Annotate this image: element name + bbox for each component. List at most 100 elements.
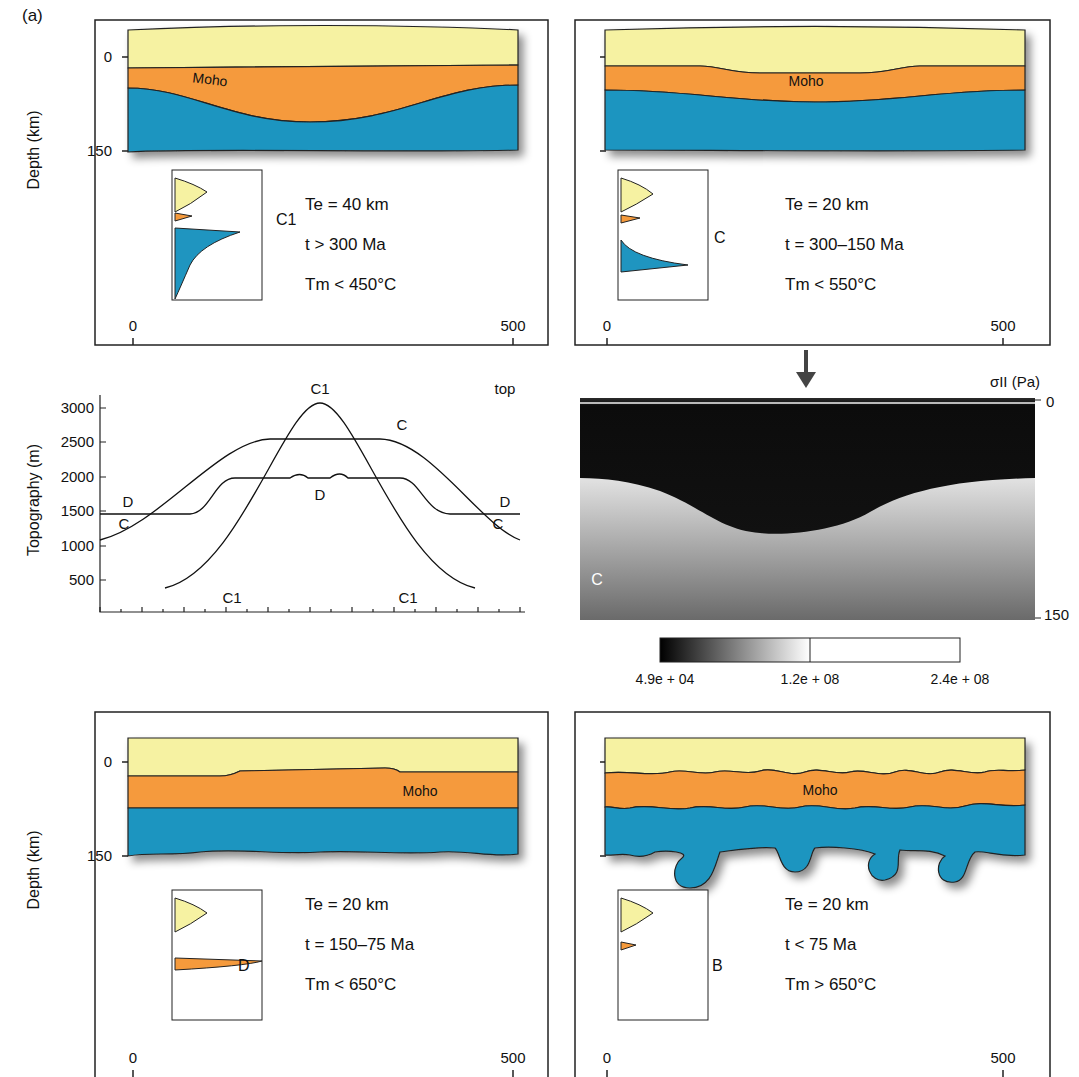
figure-rect [172, 890, 262, 1020]
tick-label: 500 [990, 318, 1015, 335]
lithosphere-section [605, 26, 1025, 151]
tick-label: 500 [500, 318, 525, 335]
layer-label: Moho [788, 74, 823, 89]
tick-label: 500 [69, 572, 94, 589]
figure-rect [660, 638, 810, 662]
figure-path [100, 474, 520, 514]
figure-path [580, 402, 1035, 404]
figure-path [621, 942, 636, 950]
figure-path [1035, 400, 1041, 618]
topography-curves [100, 403, 520, 588]
arrow-head [796, 372, 816, 388]
tick-label: 2500 [61, 434, 94, 451]
lithosphere-section [605, 738, 1025, 888]
figure-path [580, 398, 1035, 534]
figure-path [605, 770, 1025, 809]
tick-label: 1500 [61, 503, 94, 520]
tick-label: 3000 [61, 400, 94, 417]
strength-inset [172, 890, 262, 1020]
figure-path [165, 403, 475, 588]
figure-rect [580, 398, 1035, 620]
figure-rect [575, 712, 1050, 1077]
figure-rect [618, 170, 708, 300]
figure-path [605, 804, 1025, 888]
curve-label: D [500, 494, 511, 511]
colorbar-label: 4.9e + 04 [636, 672, 695, 687]
tick-label: 0 [129, 318, 137, 335]
panel-letter: (a) [22, 7, 43, 26]
figure-rect [172, 170, 262, 300]
lithosphere-section [128, 738, 518, 856]
tick-label: 0 [104, 49, 112, 66]
lithosphere-section [128, 26, 518, 153]
figure-path [100, 408, 106, 580]
axis-title: Depth (km) [25, 110, 43, 189]
curve-label: B [712, 957, 723, 975]
figure-path [100, 439, 520, 540]
panel-frames [95, 20, 1050, 1077]
curve-label: C1 [222, 590, 241, 607]
curve-label: C [714, 229, 726, 247]
curve-label: C [493, 516, 504, 533]
colorbar-title: σII (Pa) [990, 374, 1040, 391]
figure-path [621, 215, 640, 223]
stress-image [580, 398, 1041, 620]
curve-label: C1 [310, 381, 329, 398]
figure-path [122, 57, 606, 856]
figure-rect [660, 638, 960, 662]
figure-rect [618, 890, 708, 1020]
axis-title: Depth (km) [25, 830, 43, 909]
layer-label: Moho [402, 784, 437, 799]
strength-inset [172, 170, 262, 300]
figure-path [128, 85, 518, 152]
colorbar [660, 638, 960, 662]
curve-label: C [397, 417, 408, 434]
figure-path [100, 395, 525, 612]
colorbar-label: 1.2e + 08 [781, 672, 840, 687]
figure-path [100, 607, 520, 612]
figure-path [810, 638, 811, 662]
tick-label: 150 [87, 848, 112, 865]
figure-rect [95, 712, 548, 1077]
figure-path [128, 768, 518, 808]
figure-path [175, 228, 240, 299]
parameter-text: Te = 20 km [305, 896, 389, 915]
figure-path [175, 178, 207, 212]
tick-label: 0 [104, 754, 112, 771]
tick-label: 150 [87, 143, 112, 160]
figure-path [621, 240, 688, 272]
figure-rect [575, 20, 1050, 345]
figure-path [175, 213, 192, 221]
tick-label: 1000 [61, 538, 94, 555]
layer-label: Moho [802, 783, 837, 798]
figure-path [605, 738, 1025, 774]
tick-label: 0 [603, 1050, 611, 1067]
tick-label: 500 [500, 1050, 525, 1067]
parameter-text: t > 300 Ma [305, 236, 386, 255]
figure-path [128, 808, 518, 856]
parameter-text: t = 150–75 Ma [305, 936, 414, 955]
figure-path [621, 898, 653, 932]
colorbar-label: 2.4e + 08 [931, 672, 990, 687]
parameter-text: t < 75 Ma [785, 936, 856, 955]
figure-path [175, 898, 207, 932]
figure-rect [810, 638, 960, 662]
curve-label: C1 [276, 211, 296, 229]
strength-inset [618, 170, 708, 300]
curve-label: C [119, 516, 130, 533]
panel-letter: C [591, 571, 603, 589]
tick-label: 0 [1046, 394, 1054, 411]
parameter-text: Te = 20 km [785, 196, 869, 215]
figure-rect [95, 20, 548, 345]
parameter-text: Tm < 550°C [785, 276, 876, 295]
curve-label: D [238, 957, 250, 975]
axis-label: top [495, 381, 516, 398]
tick-label: 150 [1044, 607, 1069, 624]
tick-label: 500 [990, 1050, 1015, 1067]
parameter-text: Te = 20 km [785, 896, 869, 915]
parameter-text: Tm < 450°C [305, 276, 396, 295]
tick-label: 0 [603, 318, 611, 335]
figure-path [128, 26, 518, 69]
